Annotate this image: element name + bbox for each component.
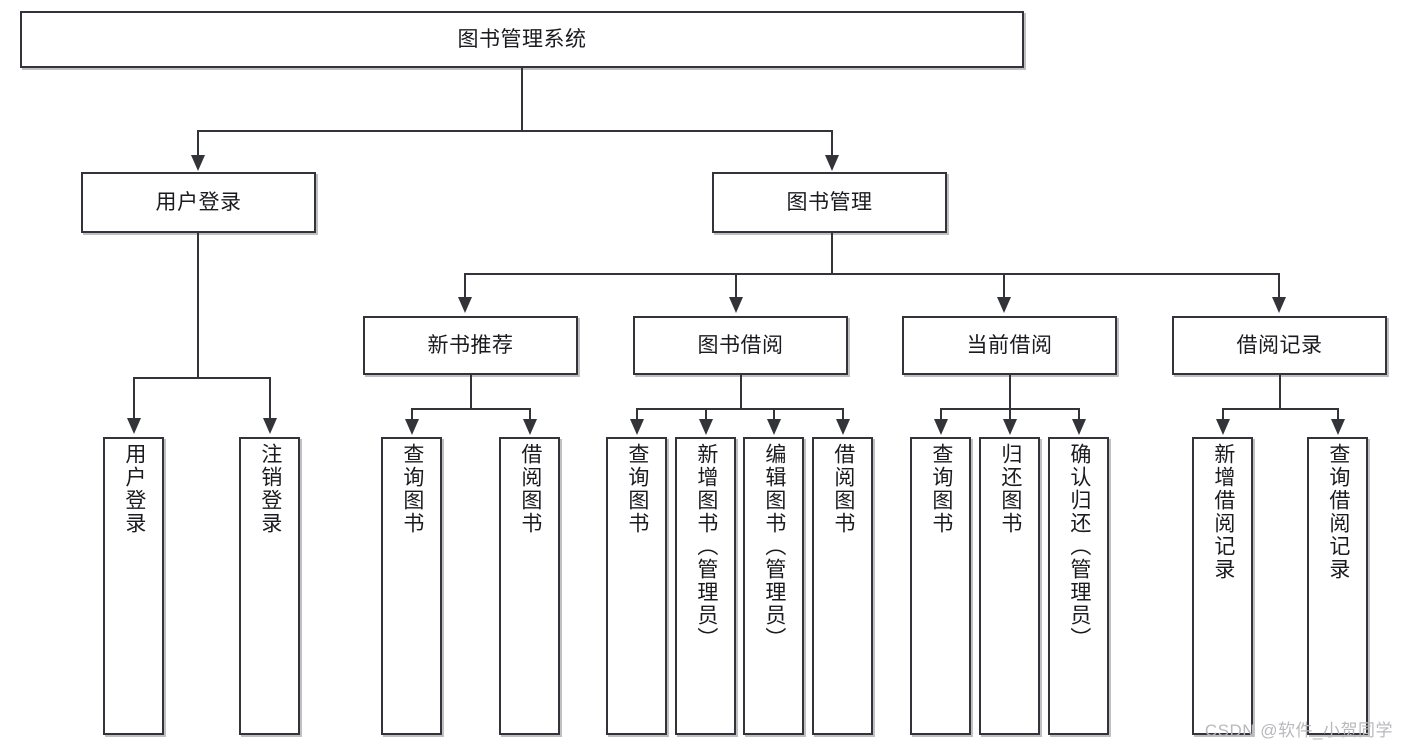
node-label: 新增图书（管理员） — [694, 443, 718, 650]
edge-book-manage-to-record — [1278, 273, 1280, 298]
node-root-system[interactable]: 图书管理系统 — [20, 11, 1024, 68]
leaf-new-book-query[interactable]: 查询图书 — [381, 437, 442, 735]
leaf-current-borrow-confirm[interactable]: 确认归还（管理员） — [1048, 437, 1109, 735]
leaf-current-borrow-return[interactable]: 归还图书 — [979, 437, 1040, 735]
arrow-book-borrow-leaf-3 — [767, 419, 781, 435]
arrow-current-borrow-leaf-2 — [1003, 419, 1017, 435]
arrow-to-new-book — [458, 297, 472, 313]
edge-user-login-to-leaf-1 — [133, 377, 135, 419]
edge-new-book-leaf-2 — [529, 408, 531, 420]
node-new-book-recommend[interactable]: 新书推荐 — [363, 316, 578, 375]
edge-book-borrow-leaf-1 — [636, 408, 638, 420]
arrow-new-book-leaf-1 — [405, 419, 419, 435]
arrow-to-current — [997, 297, 1011, 313]
edge-root-to-user-login — [197, 130, 199, 157]
arrow-current-borrow-leaf-1 — [934, 419, 948, 435]
arrow-to-record — [1272, 297, 1286, 313]
node-label: 用户登录 — [122, 443, 146, 535]
node-label: 借阅图书 — [831, 443, 855, 535]
edge-new-book-stem — [470, 375, 472, 410]
edge-root-stem — [521, 68, 523, 131]
leaf-user-login-login[interactable]: 用户登录 — [103, 437, 164, 735]
node-label: 新增借阅记录 — [1211, 443, 1235, 581]
leaf-book-borrow-edit[interactable]: 编辑图书（管理员） — [743, 437, 804, 735]
edge-root-to-book-manage — [831, 130, 833, 157]
edge-borrow-record-bus — [1222, 408, 1337, 410]
leaf-book-borrow-query[interactable]: 查询图书 — [606, 437, 667, 735]
arrow-book-borrow-leaf-2 — [699, 419, 713, 435]
arrow-new-book-leaf-2 — [523, 419, 537, 435]
node-user-login[interactable]: 用户登录 — [81, 172, 316, 233]
node-label: 借阅图书 — [518, 443, 542, 535]
leaf-book-borrow-add[interactable]: 新增图书（管理员） — [675, 437, 736, 735]
edge-book-borrow-leaf-2 — [705, 408, 707, 420]
edge-current-borrow-leaf-2 — [1009, 408, 1011, 420]
node-label: 查询图书 — [625, 443, 649, 535]
leaf-new-book-borrow[interactable]: 借阅图书 — [499, 437, 560, 735]
arrow-user-login-leaf-1 — [127, 418, 141, 434]
edge-book-manage-bus — [464, 273, 1280, 275]
edge-book-borrow-leaf-3 — [773, 408, 775, 420]
edge-current-borrow-stem — [1009, 375, 1011, 410]
leaf-book-borrow-borrow[interactable]: 借阅图书 — [812, 437, 873, 735]
leaf-borrow-record-query[interactable]: 查询借阅记录 — [1307, 437, 1368, 735]
arrow-borrow-record-leaf-1 — [1216, 419, 1230, 435]
arrow-to-borrow — [729, 297, 743, 313]
arrow-borrow-record-leaf-2 — [1331, 419, 1345, 435]
edge-borrow-record-leaf-1 — [1222, 408, 1224, 420]
node-label: 借阅记录 — [1236, 333, 1323, 357]
node-label: 新书推荐 — [427, 333, 514, 357]
node-label: 查询借阅记录 — [1326, 443, 1350, 581]
edge-book-manage-to-new-book — [464, 273, 466, 298]
edge-book-borrow-stem — [740, 375, 742, 410]
arrow-to-user-login — [191, 155, 205, 171]
node-borrow-record[interactable]: 借阅记录 — [1172, 316, 1387, 375]
edge-book-borrow-bus — [636, 408, 843, 410]
node-label: 图书借阅 — [697, 333, 784, 357]
arrow-user-login-leaf-2 — [263, 418, 277, 434]
node-label: 图书管理 — [786, 190, 873, 214]
edge-book-manage-to-borrow — [735, 273, 737, 298]
arrow-to-book-manage — [825, 155, 839, 171]
leaf-borrow-record-add[interactable]: 新增借阅记录 — [1192, 437, 1253, 735]
edge-user-login-stem — [197, 233, 199, 378]
leaf-current-borrow-query[interactable]: 查询图书 — [910, 437, 971, 735]
node-label: 归还图书 — [998, 443, 1022, 535]
node-label: 查询图书 — [400, 443, 424, 535]
edge-borrow-record-leaf-2 — [1337, 408, 1339, 420]
arrow-book-borrow-leaf-1 — [630, 419, 644, 435]
edge-book-manage-stem — [831, 233, 833, 275]
edge-book-manage-to-current — [1003, 273, 1005, 298]
node-label: 注销登录 — [258, 443, 282, 535]
edge-current-borrow-leaf-3 — [1078, 408, 1080, 420]
edge-new-book-bus — [411, 408, 529, 410]
leaf-user-login-logout[interactable]: 注销登录 — [239, 437, 300, 735]
edge-new-book-leaf-1 — [411, 408, 413, 420]
node-book-management[interactable]: 图书管理 — [712, 172, 947, 233]
edge-current-borrow-leaf-1 — [940, 408, 942, 420]
node-label: 图书管理系统 — [457, 27, 587, 51]
arrow-current-borrow-leaf-3 — [1072, 419, 1086, 435]
edge-borrow-record-stem — [1279, 375, 1281, 410]
node-label: 确认归还（管理员） — [1067, 443, 1091, 650]
node-label: 当前借阅 — [966, 333, 1053, 357]
edge-user-login-bus — [133, 377, 269, 379]
node-current-borrow[interactable]: 当前借阅 — [902, 316, 1117, 375]
node-label: 编辑图书（管理员） — [762, 443, 786, 650]
node-label: 用户登录 — [155, 190, 242, 214]
arrow-book-borrow-leaf-4 — [836, 419, 850, 435]
edge-root-bus — [197, 130, 833, 132]
edge-book-borrow-leaf-4 — [842, 408, 844, 420]
node-book-borrow[interactable]: 图书借阅 — [633, 316, 848, 375]
edge-user-login-to-leaf-2 — [269, 377, 271, 419]
node-label: 查询图书 — [929, 443, 953, 535]
